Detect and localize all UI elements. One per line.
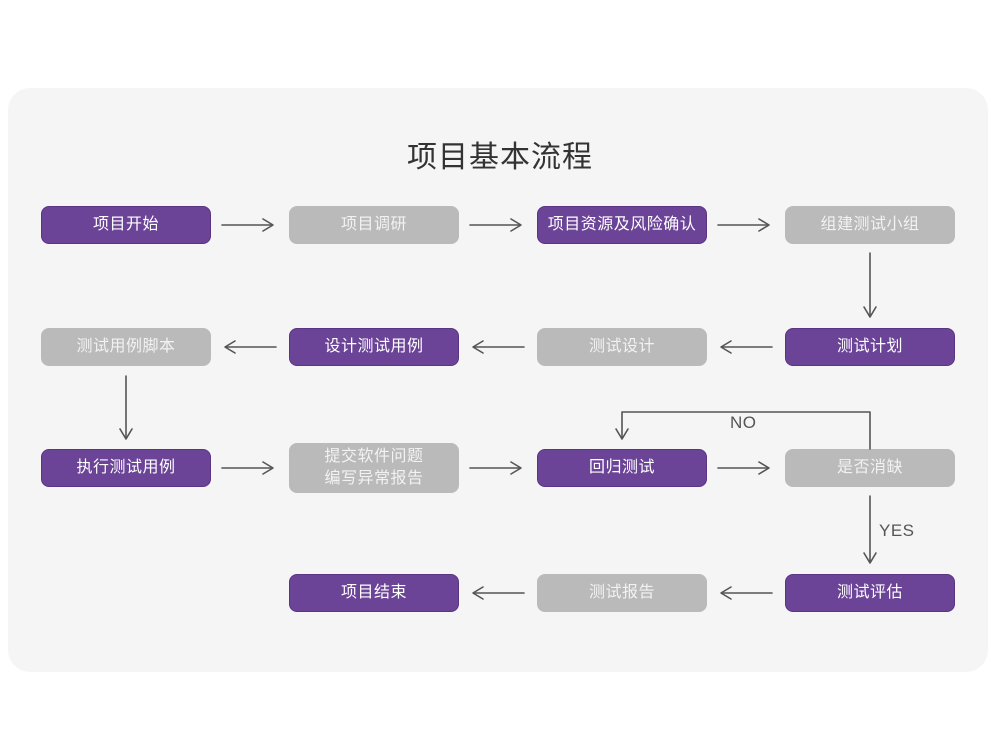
node-execute-test-case[interactable]: 执行测试用例 <box>41 449 211 487</box>
arrow-plan-to-design <box>720 340 773 354</box>
node-project-research[interactable]: 项目调研 <box>289 206 459 244</box>
node-test-evaluation[interactable]: 测试评估 <box>785 574 955 612</box>
arrow-regression-to-defect <box>717 461 770 475</box>
arrow-research-to-risk <box>469 218 522 232</box>
arrow-submit-to-regression <box>469 461 522 475</box>
arrow-no-loop <box>615 411 871 450</box>
arrow-execute-to-submit <box>221 461 274 475</box>
arrow-evaluation-to-report <box>720 586 773 600</box>
arrow-start-to-research <box>221 218 274 232</box>
edge-label-yes: YES <box>879 521 915 540</box>
node-test-plan[interactable]: 测试计划 <box>785 328 955 366</box>
arrow-design-to-case <box>472 340 525 354</box>
node-form-test-team[interactable]: 组建测试小组 <box>785 206 955 244</box>
arrow-team-to-plan <box>863 252 877 318</box>
node-design-test-case[interactable]: 设计测试用例 <box>289 328 459 366</box>
page-title: 项目基本流程 <box>407 141 593 174</box>
arrow-risk-to-team <box>717 218 770 232</box>
arrow-case-to-script <box>224 340 277 354</box>
arrow-report-to-end <box>472 586 525 600</box>
node-test-case-script[interactable]: 测试用例脚本 <box>41 328 211 366</box>
node-regression-test[interactable]: 回归测试 <box>537 449 707 487</box>
node-project-start[interactable]: 项目开始 <box>41 206 211 244</box>
node-submit-issue-report[interactable]: 提交软件问题 编写异常报告 <box>289 443 459 493</box>
node-test-design[interactable]: 测试设计 <box>537 328 707 366</box>
node-project-end[interactable]: 项目结束 <box>289 574 459 612</box>
arrow-script-to-execute <box>119 375 133 440</box>
node-test-report[interactable]: 测试报告 <box>537 574 707 612</box>
arrow-yes-to-evaluation <box>863 495 877 564</box>
node-resource-risk-confirm[interactable]: 项目资源及风险确认 <box>537 206 707 244</box>
edge-label-no: NO <box>730 413 757 432</box>
